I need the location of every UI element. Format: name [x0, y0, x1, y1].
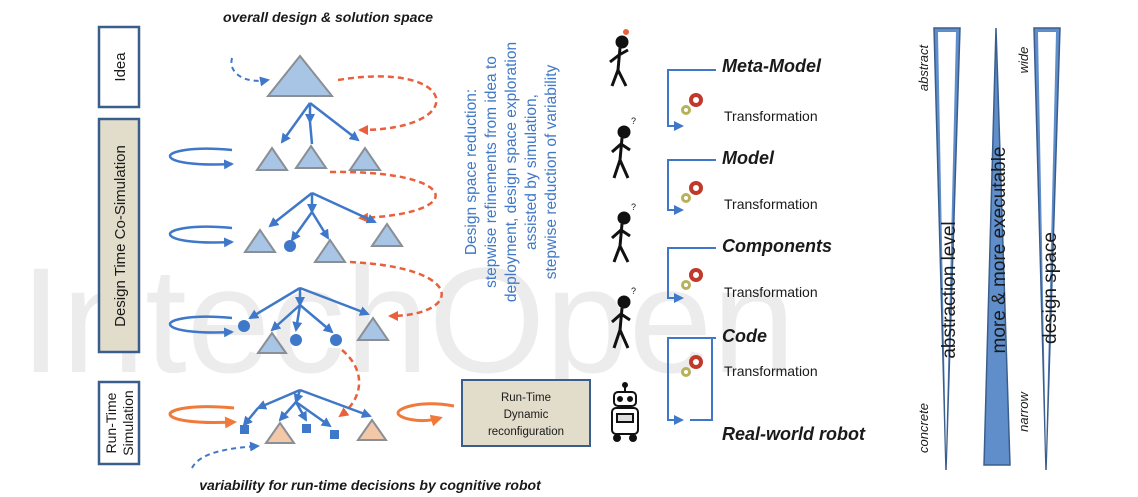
refinement-arrow-2 — [329, 170, 437, 223]
svg-text:?: ? — [631, 116, 636, 126]
watermark: IntechOpen — [20, 236, 796, 404]
tree-level-4 — [242, 388, 372, 428]
gears-icon — [681, 355, 703, 377]
abstraction-bottom-label: concrete — [916, 403, 931, 453]
idea-label: Idea — [112, 52, 129, 82]
tree-level-2-triangle-c — [370, 222, 404, 247]
tree-level-1 — [280, 102, 360, 145]
stage-model: Model — [722, 148, 775, 168]
tree-level-2-triangle-b — [313, 238, 347, 263]
runtime-box-line3: reconfiguration — [488, 426, 564, 438]
runtime-box-arrow — [396, 402, 455, 427]
tree-level-1-triangle-c — [348, 146, 382, 171]
stage-code: Code — [722, 326, 767, 346]
tree-level-1-triangle-a — [255, 146, 289, 171]
tree-level-2-triangle-a — [243, 228, 277, 253]
bottom-dashed-arrow — [191, 441, 260, 469]
executable-label: more & more executable — [989, 147, 1010, 354]
gears-icon — [681, 93, 703, 115]
gears-icon — [681, 181, 703, 203]
loop-arrow-1 — [168, 147, 234, 170]
reduction-line-2: stepwise refinements from idea to — [483, 56, 500, 288]
stage-real-world-robot: Real-world robot — [722, 424, 866, 444]
stage-meta-model: Meta-Model — [722, 56, 822, 76]
tree-level-3-node-b — [290, 334, 302, 346]
abstraction-level-label: abstraction level — [939, 221, 960, 358]
tree-level-4-triangle-b — [356, 418, 388, 441]
design-time-label: Design Time Co-Simulation — [112, 145, 129, 327]
design-space-label: design space — [1040, 232, 1061, 344]
reduction-line-3: deployment, design space exploration — [503, 42, 520, 302]
transformation-label: Transformation — [724, 196, 818, 212]
reduction-line-4: assisted by simulation, — [523, 94, 540, 250]
solution-space-triangle — [265, 54, 335, 97]
pipeline-arrows — [667, 69, 716, 425]
refinement-arrow-1 — [337, 75, 438, 135]
tree-level-3-node-c — [330, 334, 342, 346]
entry-arrow — [230, 57, 270, 87]
run-time-box: Run-Time Simulation — [97, 380, 141, 466]
runtime-box-line1: Run-Time — [501, 392, 551, 404]
tree-level-1-triangle-b — [294, 144, 328, 169]
svg-text:?: ? — [631, 286, 636, 296]
tree-level-3-triangle-b — [356, 316, 390, 341]
transformation-label: Transformation — [724, 108, 818, 124]
tree-level-4-triangle-a — [264, 421, 296, 444]
tree-level-2-node — [284, 240, 296, 252]
runtime-reconfiguration-box: Run-Time Dynamic reconfiguration — [461, 379, 591, 447]
robot-icon — [611, 382, 639, 442]
design-space-wedge-inner — [1038, 32, 1056, 455]
design-space-reduction-text: Design space reduction: stepwise refinem… — [463, 42, 560, 302]
runtime-box-line2: Dynamic — [504, 409, 549, 421]
tree-level-4-leaf-c — [330, 430, 339, 439]
idea-box: Idea — [97, 25, 141, 109]
refinement-arrow-4 — [338, 349, 361, 418]
tree-level-4-leaf-b — [302, 424, 311, 433]
tree-level-4-leaf-a — [240, 425, 249, 434]
tree-level-3-triangle-a — [256, 331, 288, 354]
tree-level-2 — [268, 191, 377, 242]
bottom-caption: variability for run-time decisions by co… — [199, 477, 542, 493]
design-space-top-label: wide — [1016, 47, 1031, 74]
tree-level-3 — [248, 286, 370, 334]
person-thinking-icon: ? — [611, 286, 636, 349]
tree-level-3-node-a — [238, 320, 250, 332]
reduction-line-1: Design space reduction: — [463, 89, 480, 255]
design-time-box: Design Time Co-Simulation — [97, 117, 141, 354]
loop-arrow-2 — [168, 225, 234, 248]
person-thinking-icon: ? — [611, 202, 636, 263]
gears-icon — [681, 268, 703, 290]
top-caption: overall design & solution space — [223, 9, 433, 25]
transformation-label: Transformation — [724, 363, 818, 379]
loop-arrow-runtime — [168, 405, 237, 429]
loop-arrow-3 — [168, 315, 234, 338]
executable-wedge — [983, 27, 1011, 466]
design-space-bottom-label: narrow — [1016, 391, 1031, 432]
stage-components: Components — [722, 236, 832, 256]
person-idea-icon — [609, 29, 629, 87]
person-thinking-icon: ? — [611, 116, 636, 179]
abstraction-wedge-inner — [938, 32, 956, 455]
abstraction-top-label: abstract — [916, 43, 931, 91]
reduction-line-5: stepwise reduction of variability — [543, 64, 560, 279]
run-time-label-line2: Simulation — [120, 390, 136, 455]
run-time-label-line1: Run-Time — [103, 392, 119, 453]
svg-text:?: ? — [631, 202, 636, 212]
transformation-label: Transformation — [724, 284, 818, 300]
